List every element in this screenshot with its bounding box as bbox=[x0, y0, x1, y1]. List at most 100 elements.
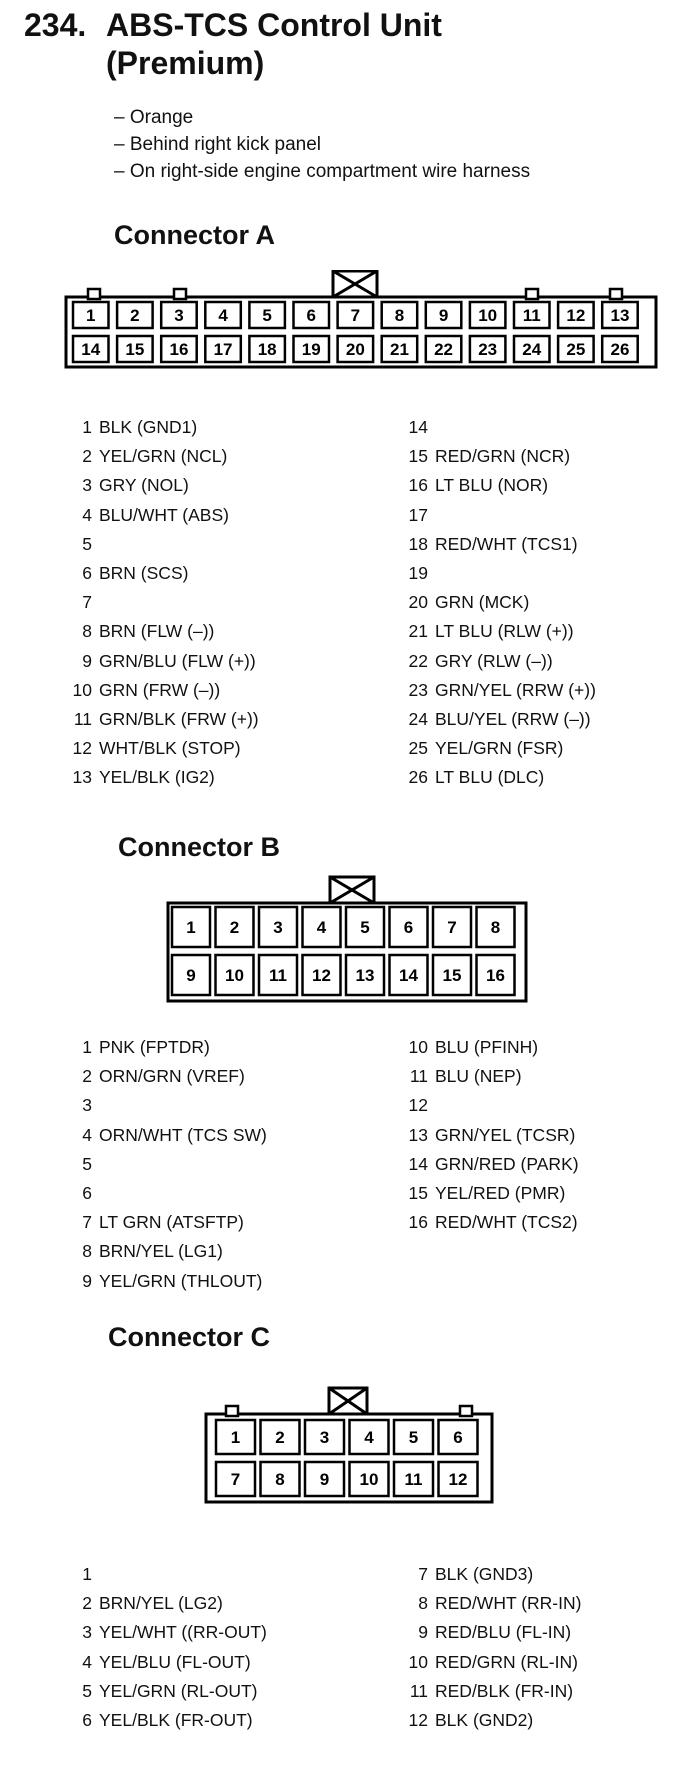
pin-cavity bbox=[214, 1418, 257, 1456]
pin-cavity bbox=[344, 953, 386, 997]
pin-number-label: 2 bbox=[82, 446, 92, 467]
connector-a-pin-row: 14 bbox=[400, 413, 596, 442]
locking-tab bbox=[86, 287, 102, 301]
pin-number: 6 bbox=[453, 1428, 462, 1447]
connector-c-pin-row: 1 bbox=[64, 1560, 267, 1589]
pin-number: 14 bbox=[399, 966, 418, 985]
pin-cavity bbox=[392, 1418, 435, 1456]
pin-number: 12 bbox=[449, 1470, 468, 1489]
latch-cross-line bbox=[332, 270, 378, 299]
pin-cavity bbox=[71, 300, 110, 330]
connector-b-pin-row: 5 bbox=[64, 1150, 267, 1179]
wire-description: BLK (GND2) bbox=[435, 1710, 534, 1731]
pin-number: 3 bbox=[174, 306, 183, 325]
pin-number: 8 bbox=[395, 306, 404, 325]
latch-cross-line bbox=[329, 875, 375, 905]
wire-description: YEL/GRN (RL-OUT) bbox=[99, 1680, 258, 1701]
pin-number: 23 bbox=[478, 340, 497, 359]
pin-cavity bbox=[71, 334, 110, 364]
pin-number: 26 bbox=[610, 340, 629, 359]
pin-number-label: 16 bbox=[408, 1212, 428, 1233]
pin-number-label: 13 bbox=[408, 1124, 428, 1145]
pin-number: 1 bbox=[186, 918, 195, 937]
pin-number: 13 bbox=[610, 306, 629, 325]
wire-description: YEL/GRN (NCL) bbox=[99, 446, 228, 467]
pin-number: 8 bbox=[275, 1470, 284, 1489]
pin-number-label: 5 bbox=[82, 1153, 92, 1174]
pin-number-label: 10 bbox=[408, 1037, 428, 1057]
wire-description: GRN/YEL (RRW (+)) bbox=[435, 679, 596, 700]
pin-cavity bbox=[437, 1460, 479, 1498]
pin-number: 9 bbox=[186, 966, 195, 985]
wire-description: YEL/BLU (FL-OUT) bbox=[99, 1651, 251, 1672]
pin-number: 9 bbox=[439, 306, 448, 325]
pin-number: 7 bbox=[447, 918, 456, 937]
pin-number: 4 bbox=[218, 306, 228, 325]
wire-description: RED/BLU (FL-IN) bbox=[435, 1622, 572, 1643]
pin-cavity bbox=[303, 1418, 346, 1456]
wire-description: BLU (PFINH) bbox=[435, 1037, 539, 1057]
wire-description: RED/BLK (FR-IN) bbox=[435, 1680, 574, 1701]
pin-number: 4 bbox=[364, 1428, 374, 1447]
wire-description: YEL/BLK (IG2) bbox=[99, 767, 215, 788]
pin-number-label: 11 bbox=[409, 1680, 428, 1701]
pin-number-label: 16 bbox=[408, 475, 428, 496]
wire-description: ORN/GRN (VREF) bbox=[99, 1066, 245, 1087]
pin-number-label: 19 bbox=[408, 563, 428, 584]
pin-number-label: 9 bbox=[82, 1270, 92, 1291]
pin-cavity bbox=[388, 905, 429, 949]
pin-number: 10 bbox=[225, 966, 244, 985]
pin-cavity bbox=[259, 1460, 301, 1498]
pin-number: 9 bbox=[320, 1470, 329, 1489]
pin-number: 5 bbox=[360, 918, 369, 937]
pin-cavity bbox=[380, 300, 419, 330]
pin-number-label: 4 bbox=[82, 504, 92, 525]
pin-number: 15 bbox=[443, 966, 462, 985]
wire-description: RED/WHT (TCS1) bbox=[435, 533, 578, 554]
connector-b-pin-row: 13 GRN/YEL (TCSR) bbox=[400, 1121, 579, 1150]
pin-cavity bbox=[170, 953, 212, 997]
wire-description: BRN (FLW (–)) bbox=[99, 621, 215, 642]
pin-cavity bbox=[336, 300, 375, 330]
pin-cavity bbox=[424, 334, 463, 364]
pin-cavity bbox=[437, 1418, 479, 1456]
pin-number: 1 bbox=[231, 1428, 240, 1447]
note-location: – Behind right kick panel bbox=[114, 134, 322, 155]
pin-cavity bbox=[380, 334, 419, 364]
pin-number: 22 bbox=[434, 340, 453, 359]
pin-cavity bbox=[475, 905, 516, 949]
connector-a-heading: Connector A bbox=[114, 220, 275, 250]
pin-cavity bbox=[204, 300, 243, 330]
pin-cavity bbox=[257, 905, 299, 949]
pin-number: 6 bbox=[307, 306, 316, 325]
pin-cavity bbox=[468, 300, 507, 330]
wire-description: RED/GRN (NCR) bbox=[435, 446, 571, 467]
pin-cavity bbox=[431, 905, 473, 949]
pin-number-label: 17 bbox=[408, 504, 428, 525]
pin-number: 14 bbox=[81, 340, 100, 359]
pin-cavity bbox=[424, 300, 463, 330]
pin-number-label: 11 bbox=[73, 709, 92, 730]
pin-cavity bbox=[115, 334, 154, 364]
pin-cavity bbox=[600, 334, 639, 364]
wire-description: LT BLU (NOR) bbox=[435, 475, 549, 496]
wire-description: GRN/YEL (TCSR) bbox=[435, 1124, 576, 1145]
pin-cavity bbox=[556, 334, 595, 364]
pin-cavity bbox=[259, 1418, 301, 1456]
pin-cavity bbox=[292, 334, 331, 364]
